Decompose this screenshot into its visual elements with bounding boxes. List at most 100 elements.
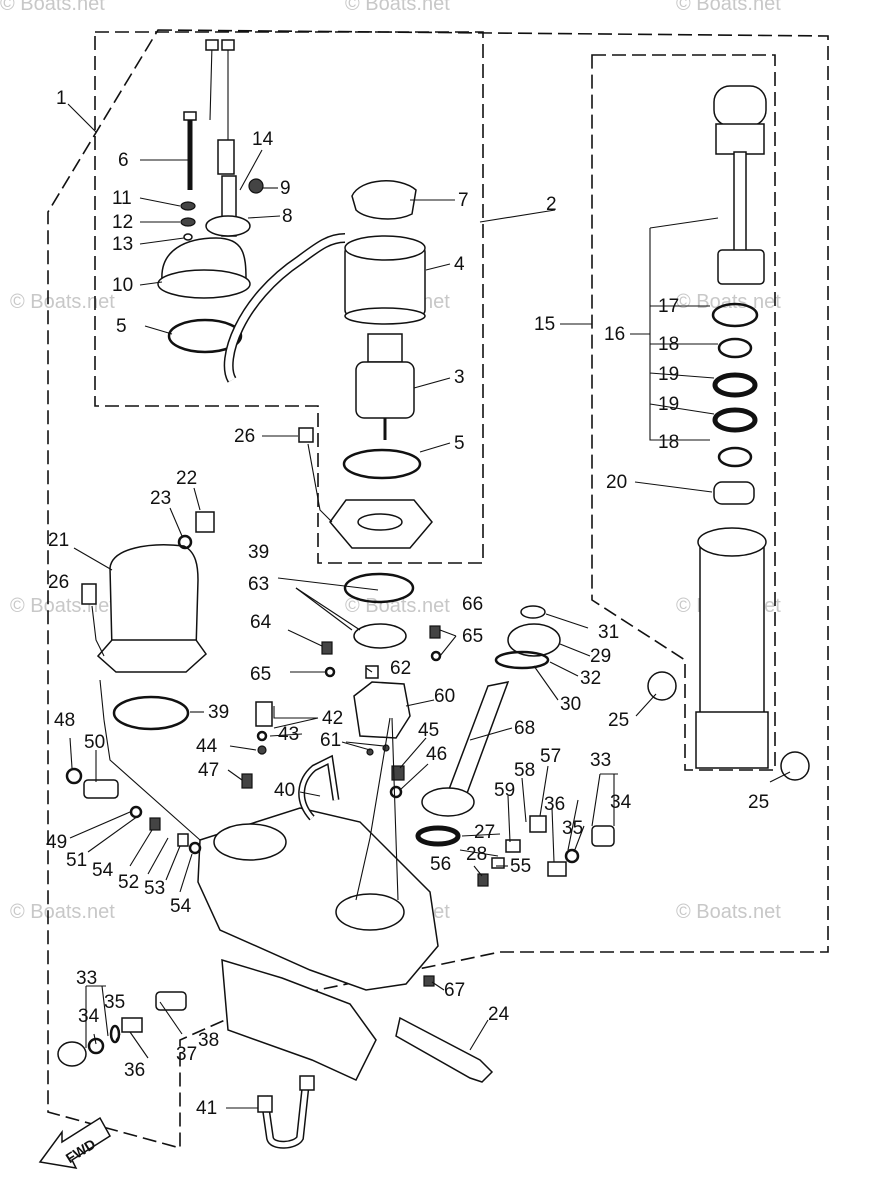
part-label-41: 41 (196, 1098, 217, 1119)
part-label-35: 35 (104, 992, 125, 1013)
leader-lines (67, 103, 791, 1109)
parts-drawings (57, 39, 810, 1149)
reservoir-cover (109, 544, 199, 651)
part-label-51: 51 (66, 850, 87, 871)
part-label-28: 28 (466, 844, 487, 865)
plug (81, 583, 97, 605)
group-outlines (47, 29, 829, 1150)
tilt-piston (421, 787, 475, 817)
part-label-19: 19 (658, 394, 679, 415)
o-ring (494, 650, 550, 670)
fill-plug (195, 511, 215, 533)
part-label-34: 34 (610, 792, 632, 813)
piston (717, 249, 765, 285)
seal (415, 825, 461, 847)
o-ring (342, 448, 422, 480)
brush-holder (351, 180, 417, 220)
cylinder-eye (713, 85, 767, 127)
part-label-33: 33 (76, 968, 97, 989)
o-ring (564, 848, 580, 864)
part-label-66: 66 (462, 594, 483, 615)
part-label-25: 25 (748, 792, 769, 813)
part-label-9: 9 (280, 178, 291, 199)
pin-head (780, 751, 810, 781)
part-label-54: 54 (92, 860, 114, 881)
cylinder-body (699, 539, 765, 731)
part-label-42: 42 (322, 708, 343, 729)
part-label-16: 16 (604, 324, 625, 345)
part-label-54: 54 (170, 896, 192, 917)
part-label-36: 36 (544, 794, 565, 815)
part-label-58: 58 (514, 760, 535, 781)
bracket (205, 215, 251, 237)
part-label-5: 5 (454, 433, 465, 454)
backup-ring (712, 372, 758, 398)
part-label-53: 53 (144, 878, 165, 899)
wire-sleeve (217, 139, 235, 175)
part-label-57: 57 (540, 746, 561, 767)
o-ring (717, 446, 753, 468)
part-label-65: 65 (462, 626, 483, 647)
part-label-12: 12 (112, 212, 133, 233)
piston-rod (733, 151, 747, 253)
part-label-56: 56 (430, 854, 451, 875)
part-label-26: 26 (48, 572, 69, 593)
wire-terminal (205, 39, 219, 51)
part-label-31: 31 (598, 622, 619, 643)
valve (491, 857, 505, 869)
part-labels: 1 2 3 4 5 5 6 7 8 9 10 11 12 13 14 15 16… (46, 88, 769, 1119)
o-ring (711, 302, 759, 328)
valve-plug (57, 1041, 87, 1067)
end-cap (161, 237, 247, 281)
part-label-64: 64 (250, 612, 272, 633)
spring (121, 1017, 143, 1033)
lower-bracket (221, 958, 377, 1081)
watermark: © Boats.net (10, 901, 115, 923)
part-label-33: 33 (590, 750, 611, 771)
part-label-4: 4 (454, 254, 465, 275)
valve-plug (591, 825, 615, 847)
watermark: © Boats.net (0, 0, 105, 15)
part-label-45: 45 (418, 720, 439, 741)
fitting (257, 1095, 273, 1113)
o-ring (389, 785, 403, 799)
watermark: © Boats.net (345, 0, 450, 15)
part-label-23: 23 (150, 488, 171, 509)
part-label-22: 22 (176, 468, 197, 489)
part-label-68: 68 (514, 718, 535, 739)
screw (429, 625, 441, 639)
part-label-5: 5 (116, 316, 127, 337)
o-ring (87, 1037, 105, 1055)
cylinder-base (695, 711, 769, 769)
part-label-1: 1 (56, 88, 67, 109)
part-label-62: 62 (390, 658, 411, 679)
seal (520, 605, 546, 619)
part-label-39: 39 (248, 542, 269, 563)
valve (155, 991, 187, 1011)
o-ring (256, 730, 268, 742)
spring (391, 765, 405, 781)
seal (177, 534, 193, 550)
part-label-27: 27 (474, 822, 495, 843)
part-label-15: 15 (534, 314, 555, 335)
armature (355, 361, 415, 419)
backup-ring (712, 407, 758, 433)
part-label-43: 43 (278, 724, 299, 745)
part-label-35: 35 (562, 818, 583, 839)
spring (547, 861, 567, 877)
part-label-47: 47 (198, 760, 219, 781)
part-label-40: 40 (274, 780, 295, 801)
part-label-50: 50 (84, 732, 105, 753)
pin-head (647, 671, 677, 701)
part-label-32: 32 (580, 668, 601, 689)
cylinder-group-outline (591, 54, 776, 771)
watermark: © Boats.net (10, 595, 115, 617)
washer (180, 217, 196, 227)
gear-pump (353, 681, 411, 739)
cylinder-seal (713, 481, 755, 505)
valve-cover (507, 623, 561, 657)
part-label-6: 6 (118, 150, 129, 171)
part-label-37: 37 (176, 1044, 197, 1065)
part-label-26: 26 (234, 426, 255, 447)
part-label-20: 20 (606, 472, 627, 493)
